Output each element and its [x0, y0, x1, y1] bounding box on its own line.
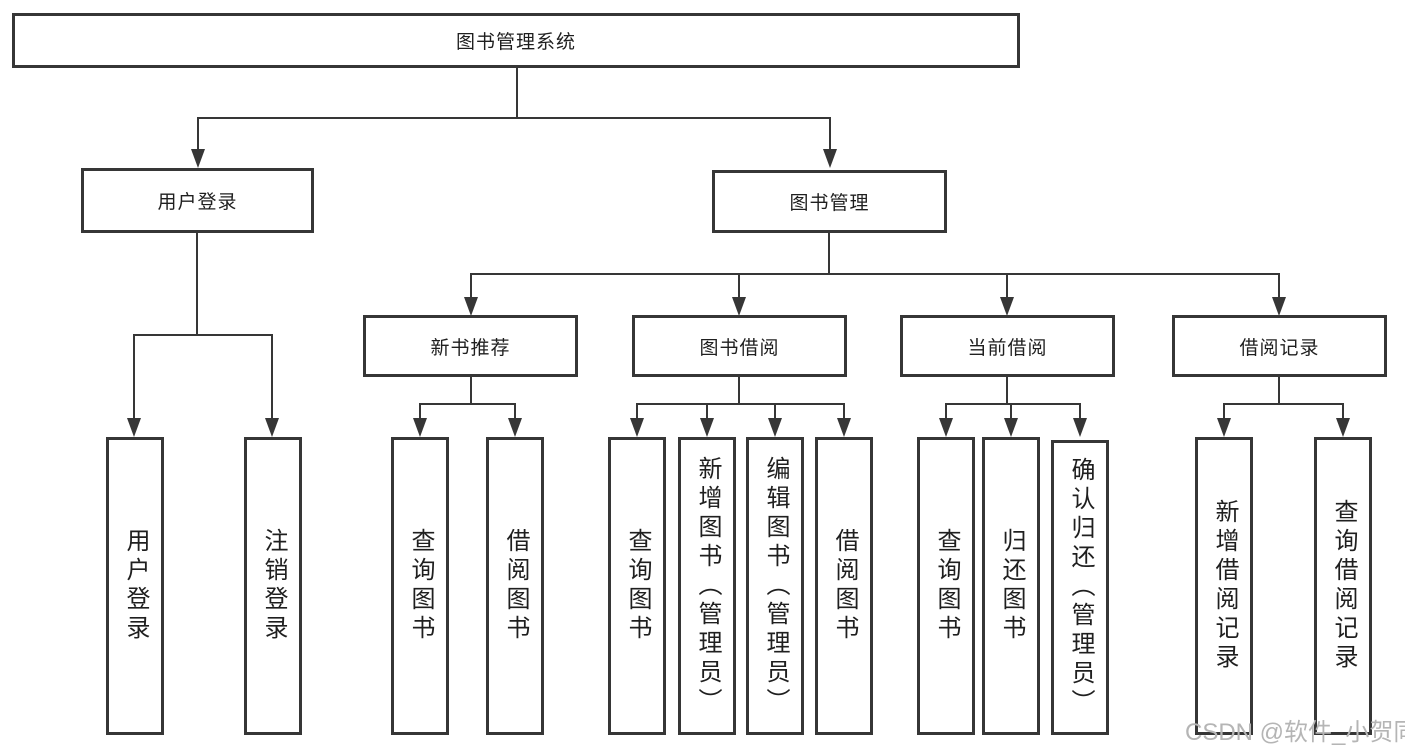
arrow-down-icon [939, 418, 953, 437]
leaf-nb-borrow-books-label: 借阅图书 [502, 528, 529, 644]
connector-line [945, 403, 1081, 405]
connector-line [516, 65, 518, 118]
connector-line [829, 117, 831, 153]
leaf-nb-borrow-books: 借阅图书 [486, 437, 544, 735]
node-new-book-rec-label: 新书推荐 [430, 337, 511, 359]
leaf-br-add-record-label: 新增借阅记录 [1211, 499, 1238, 673]
arrow-down-icon [413, 418, 427, 437]
connector-line [738, 273, 740, 298]
node-new-book-rec: 新书推荐 [363, 315, 578, 377]
arrow-down-icon [127, 418, 141, 437]
node-root: 图书管理系统 [12, 13, 1020, 68]
leaf-logout-label: 注销登录 [260, 528, 287, 644]
connector-line [514, 403, 516, 421]
connector-line [470, 273, 472, 298]
node-book-mgmt-label: 图书管理 [789, 193, 870, 214]
leaf-bb-add-books: 新增图书（管理员） [678, 437, 736, 735]
arrow-down-icon [1272, 297, 1286, 316]
connector-line [945, 403, 947, 421]
leaf-cb-query-books-label: 查询图书 [933, 528, 960, 644]
leaf-logout: 注销登录 [244, 437, 302, 735]
connector-line [738, 377, 740, 405]
node-book-mgmt: 图书管理 [712, 170, 947, 233]
connector-line [133, 334, 135, 420]
node-current-borrow-label: 当前借阅 [967, 337, 1048, 359]
leaf-cb-return-books: 归还图书 [982, 437, 1040, 735]
leaf-bb-query-books: 查询图书 [608, 437, 666, 735]
connector-line [1006, 377, 1008, 405]
leaf-bb-borrow-books-label: 借阅图书 [831, 528, 858, 644]
node-root-label: 图书管理系统 [455, 32, 576, 53]
node-user-login: 用户登录 [81, 168, 314, 233]
connector-line [843, 403, 845, 421]
connector-line [133, 334, 273, 336]
arrow-down-icon [1217, 418, 1231, 437]
arrow-down-icon [508, 418, 522, 437]
connector-line [1278, 377, 1280, 405]
connector-line [197, 117, 831, 119]
arrow-down-icon [1000, 297, 1014, 316]
arrow-down-icon [823, 149, 837, 168]
node-borrow-records: 借阅记录 [1172, 315, 1387, 377]
connector-line [1006, 273, 1008, 298]
connector-line [828, 233, 830, 275]
leaf-nb-query-books-label: 查询图书 [407, 528, 434, 644]
leaf-bb-borrow-books: 借阅图书 [815, 437, 873, 735]
node-current-borrow: 当前借阅 [900, 315, 1115, 377]
arrow-down-icon [1336, 418, 1350, 437]
connector-line [1223, 403, 1225, 421]
leaf-user-login: 用户登录 [106, 437, 164, 735]
arrow-down-icon [732, 297, 746, 316]
arrow-down-icon [630, 418, 644, 437]
node-book-borrow: 图书借阅 [632, 315, 847, 377]
arrow-down-icon [700, 418, 714, 437]
leaf-bb-edit-books-label: 编辑图书（管理员） [762, 455, 789, 717]
connector-line [419, 403, 421, 421]
connector-line [1342, 403, 1344, 421]
arrow-down-icon [837, 418, 851, 437]
leaf-cb-confirm-return-label: 确认归还（管理员） [1067, 457, 1094, 718]
connector-line [419, 403, 516, 405]
node-borrow-records-label: 借阅记录 [1239, 337, 1320, 359]
leaf-bb-add-books-label: 新增图书（管理员） [694, 455, 721, 717]
connector-line [271, 334, 273, 420]
connector-line [1278, 273, 1280, 298]
connector-line [1079, 403, 1081, 421]
connector-line [197, 117, 199, 153]
arrow-down-icon [191, 149, 205, 168]
csdn-watermark: CSDN @软件_小贺同学 [1185, 719, 1405, 746]
node-book-borrow-label: 图书借阅 [699, 337, 780, 359]
arrow-down-icon [464, 297, 478, 316]
arrow-down-icon [1073, 418, 1087, 437]
arrow-down-icon [1004, 418, 1018, 437]
leaf-cb-query-books: 查询图书 [917, 437, 975, 735]
connector-line [774, 403, 776, 421]
connector-line [470, 273, 1280, 275]
connector-line [1223, 403, 1344, 405]
leaf-bb-edit-books: 编辑图书（管理员） [746, 437, 804, 735]
arrow-down-icon [265, 418, 279, 437]
leaf-cb-confirm-return: 确认归还（管理员） [1051, 440, 1109, 735]
leaf-bb-query-books-label: 查询图书 [624, 528, 651, 644]
leaf-br-query-record: 查询借阅记录 [1314, 437, 1372, 735]
leaf-nb-query-books: 查询图书 [391, 437, 449, 735]
leaf-user-login-label: 用户登录 [122, 528, 149, 644]
connector-line [196, 233, 198, 336]
arrow-down-icon [768, 418, 782, 437]
connector-line [470, 377, 472, 405]
connector-line [706, 403, 708, 421]
leaf-br-add-record: 新增借阅记录 [1195, 437, 1253, 735]
connector-line [1010, 403, 1012, 421]
leaf-br-query-record-label: 查询借阅记录 [1330, 499, 1357, 673]
connector-line [636, 403, 845, 405]
connector-line [636, 403, 638, 421]
leaf-cb-return-books-label: 归还图书 [998, 528, 1025, 644]
node-user-login-label: 用户登录 [157, 192, 238, 213]
